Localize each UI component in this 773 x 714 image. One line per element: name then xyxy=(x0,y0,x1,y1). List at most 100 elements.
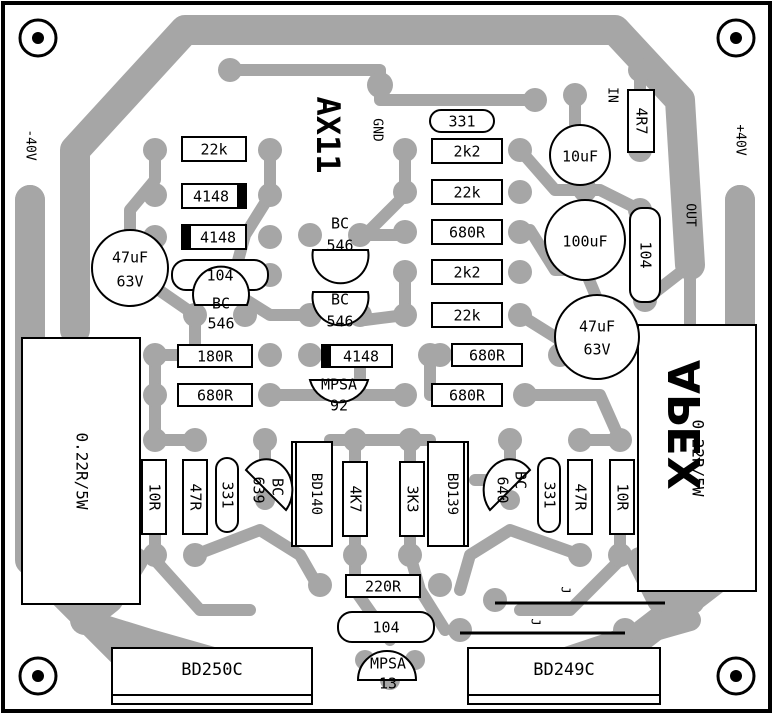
label-d2: 4148 xyxy=(200,229,236,247)
resistor-body-180r xyxy=(177,344,253,368)
label-d1: 4148 xyxy=(193,188,229,206)
label-j1: J xyxy=(559,586,573,593)
label-r-4r7: 4R7 xyxy=(633,107,651,134)
label-r-220r: 220R xyxy=(365,578,402,596)
label-r-47r-left: 47R xyxy=(187,483,205,511)
label-r-47r-right: 47R xyxy=(572,483,590,511)
resistor-body-220r xyxy=(345,574,421,598)
silkscreen-bodies xyxy=(21,89,757,705)
transistor-body-bc546-a xyxy=(192,265,250,306)
capacitor-body-104-bottom xyxy=(337,611,435,643)
diode-body-2 xyxy=(181,224,247,250)
label-t-bd140: BD140 xyxy=(308,473,324,515)
label-t-bc640-2: 640 xyxy=(494,476,512,503)
label-gnd: GND xyxy=(370,118,385,142)
jumper-wires xyxy=(460,601,665,635)
diode-bands xyxy=(182,184,331,367)
label-t-bc546-a-1: BC xyxy=(212,295,230,313)
label-t-bc639-2: 639 xyxy=(250,476,268,503)
label-r-022-right: 0.22R/5W xyxy=(689,419,708,496)
resistor-body-2k2-b xyxy=(431,259,503,285)
apex-logo-text: APEX xyxy=(660,360,711,490)
resistor-body-680r-mid xyxy=(451,343,523,367)
capacitor-body-47uf-right xyxy=(554,294,640,380)
label-r-2k2-a: 2k2 xyxy=(453,143,480,161)
resistor-body-22k-b xyxy=(431,302,503,328)
transistor-body-bc546-b xyxy=(311,249,370,285)
label-r-10r-left: 10R xyxy=(146,483,164,511)
label-t-bc546-b-1: BC xyxy=(331,215,349,233)
label-t-mpsa13-2: 13 xyxy=(379,675,397,693)
resistor-body-10r-left xyxy=(141,459,167,535)
resistor-body-331-right xyxy=(537,457,561,533)
label-r-10r-right: 10R xyxy=(614,483,632,511)
label-r-4k7: 4K7 xyxy=(347,485,365,512)
transistor-body-mpsa13 xyxy=(356,650,418,681)
capacitor-body-104-right xyxy=(629,207,661,303)
label-r-680r-mid: 680R xyxy=(469,347,506,365)
label-t-bc639-1: BC xyxy=(269,478,287,496)
apex-logo: APEX xyxy=(660,360,711,490)
label-r-2k2-b: 2k2 xyxy=(453,264,480,282)
label-r-022-left: 0.22R/5W xyxy=(73,432,92,509)
label-j2: J xyxy=(529,618,543,625)
label-t-bc546-c-2: 546 xyxy=(326,313,353,331)
capacitor-body-47uf-left xyxy=(91,229,169,307)
transistor-body-mpsa92 xyxy=(308,379,370,404)
label-r-3k3: 3K3 xyxy=(404,485,422,512)
label-r-22k-top: 22k xyxy=(200,141,227,159)
silkscreen-text: AX11 GND IN OUT +40V -40V J J 22k 4148 4… xyxy=(23,87,748,692)
transistor-body-bc639 xyxy=(244,458,294,512)
label-r-331-right: 331 xyxy=(541,481,559,508)
label-c-104-bottom: 104 xyxy=(372,619,399,637)
transistor-body-bd139 xyxy=(427,441,469,547)
label-c-47uf-left: 47uF xyxy=(112,249,148,267)
label-t-mpsa92-1: MPSA xyxy=(321,376,357,394)
label-pos-40v: +40V xyxy=(733,124,748,155)
label-t-bc640-1: BC xyxy=(512,471,530,489)
label-r-331: 331 xyxy=(448,113,475,131)
capacitor-body-100uf xyxy=(544,199,626,281)
capacitor-body-10uf xyxy=(549,124,611,186)
board-title: AX11 xyxy=(309,96,347,173)
label-r-22k-a: 22k xyxy=(453,184,480,202)
resistor-body-10r-right xyxy=(609,459,635,535)
label-t-bc546-a-2: 546 xyxy=(207,315,234,333)
resistor-body-022-right xyxy=(637,324,757,592)
label-c-100uf: 100uF xyxy=(562,233,607,251)
mounting-holes xyxy=(18,18,756,696)
label-r-22k-b: 22k xyxy=(453,307,480,325)
label-t-mpsa92-2: 92 xyxy=(330,397,348,415)
label-d3: 4148 xyxy=(343,348,379,366)
resistor-body-3k3 xyxy=(399,461,425,537)
label-c-47uf-right-v: 63V xyxy=(583,341,610,359)
label-t-bd249c: BD249C xyxy=(533,660,594,680)
transistor-body-bd140 xyxy=(291,441,333,547)
label-r-680r-left: 680R xyxy=(197,387,234,405)
label-t-mpsa13-1: MPSA xyxy=(370,655,406,673)
resistor-body-47r-left xyxy=(182,459,208,535)
resistor-body-22k-top xyxy=(181,136,247,162)
transistor-body-bc640 xyxy=(482,458,532,512)
label-neg-40v: -40V xyxy=(23,129,38,160)
resistor-body-4k7 xyxy=(342,461,368,537)
resistor-body-022-left xyxy=(21,337,141,605)
label-out: OUT xyxy=(683,203,698,227)
resistor-body-47r-right xyxy=(567,459,593,535)
resistor-body-2k2-a xyxy=(431,138,503,164)
resistor-body-680r-a xyxy=(431,219,503,245)
label-t-bd250c: BD250C xyxy=(181,660,242,680)
label-t-bc546-b-2: 546 xyxy=(326,237,353,255)
label-c-104-left: 104 xyxy=(206,267,233,285)
label-r-680r-b: 680R xyxy=(449,387,486,405)
label-c-47uf-right: 47uF xyxy=(579,318,615,336)
label-c-10uf: 10uF xyxy=(562,148,598,166)
resistor-body-680r-left xyxy=(177,383,253,407)
label-t-bd139: BD139 xyxy=(444,473,460,515)
label-r-180r: 180R xyxy=(197,348,234,366)
label-t-bc546-c-1: BC xyxy=(331,291,349,309)
resistor-body-22k-a xyxy=(431,179,503,205)
resistor-body-680r-b xyxy=(431,383,503,407)
label-in: IN xyxy=(605,87,620,103)
